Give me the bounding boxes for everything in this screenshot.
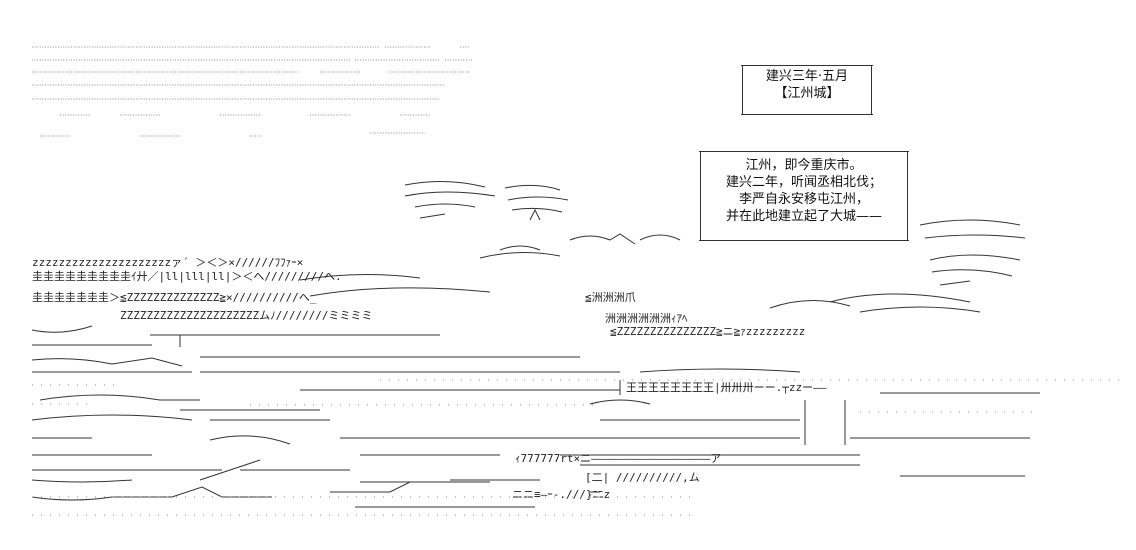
art-row-4: ZZZZZZZZZZZZZZZZZZZZZムﾉ////////ミミミミ — [120, 309, 373, 322]
castle-text: zzzzzzzzzzzzzzzzzzzzzァ´ ＞＜＞×//////ﾌﾌｧｰ× … — [32, 256, 827, 501]
art-row-5: ≦ZZZZZZZZZZZZZZZ≧ニ≧ｧzzzzzzzzz — [610, 325, 805, 338]
art-row-11: ニニ≡―ｰ-.///}ﾆﾆz — [512, 488, 610, 501]
narration-caption-box: 江州，即今重庆市。 建兴二年，听闻丞相北伐； 李严自永安移屯江州， 并在此地建立… — [699, 151, 909, 241]
art-row-1: zzzzzzzzzzzzzzzzzzzzzァ´ ＞＜＞×//////ﾌﾌｧｰ× — [32, 256, 303, 269]
art-row-3: 圭圭圭圭圭圭圭＞≦ZZZZZZZZZZZZZZ≧×//////////へ_ — [32, 291, 317, 304]
cloud-tufts — [299, 180, 1026, 313]
castle-lines — [31, 325, 1040, 508]
location-caption-box: 建兴三年·五月 【江州城】 — [741, 65, 873, 115]
caption-date: 建兴三年·五月 — [765, 69, 849, 84]
narration-line-2: 建兴二年，听闻丞相北伐； — [725, 175, 882, 190]
narration-line-4: 并在此地建立起了大城—— — [725, 209, 882, 224]
art-row-9: ｨ777777rt×ニ――――――――――――――――――ア — [515, 452, 721, 465]
art-row-6: 洲洲洲洲洲洲ｨｱﾍ — [605, 312, 688, 325]
art-row-7: ≦洲洲洲爪 — [585, 291, 636, 304]
narration-line-1: 江州，即今重庆市。 — [745, 158, 863, 173]
ground-dots — [32, 379, 1120, 516]
sky-dots — [32, 46, 472, 137]
art-row-2: 圭圭圭圭圭圭圭圭圭ｲ廾／|ll|lll|ll|＞＜へ/////////へ. — [32, 270, 342, 283]
narration-line-3: 李严自永安移屯江州， — [738, 192, 869, 207]
art-row-8: 王王王王王王王王|卅卅卅ーー.┬zzー―― — [626, 381, 827, 394]
art-row-10: [二| //////////,ム — [585, 471, 700, 484]
caption-place: 【江州城】 — [774, 86, 840, 101]
